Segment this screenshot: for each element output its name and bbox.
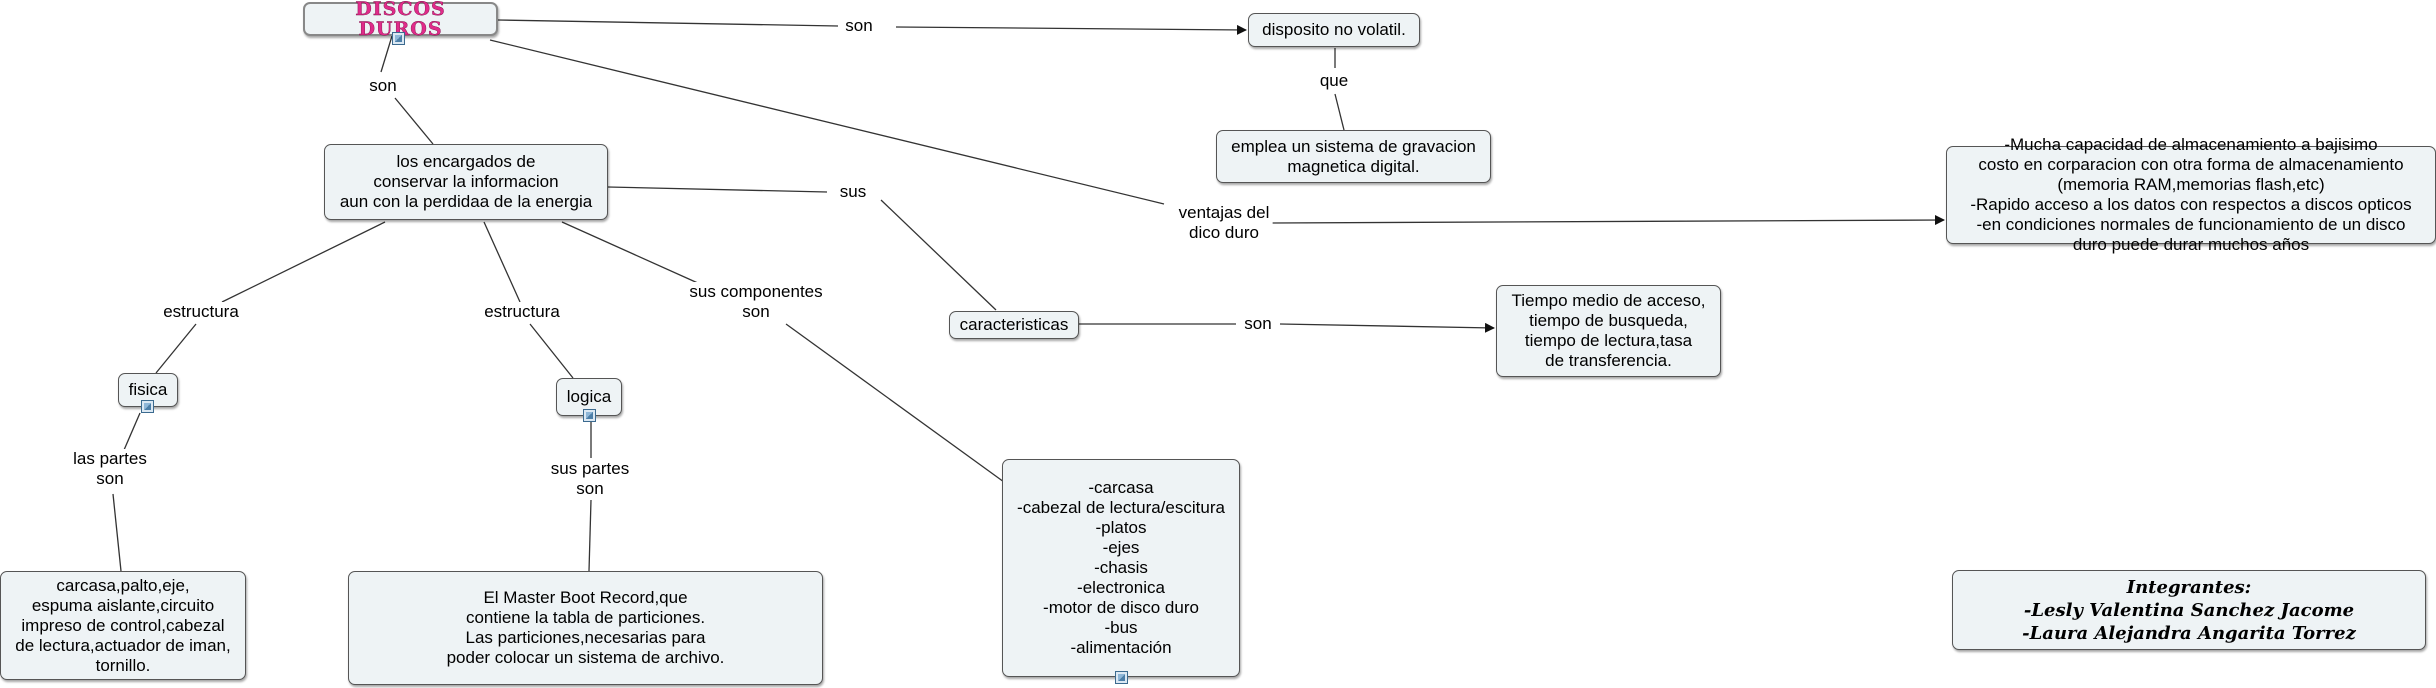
node-partes-fisica[interactable]: carcasa,palto,eje, espuma aislante,circu… (0, 571, 246, 680)
node-mbr[interactable]: El Master Boot Record,que contiene la ta… (348, 571, 823, 685)
node-integrantes[interactable]: Integrantes: -Lesly Valentina Sanchez Ja… (1952, 570, 2426, 650)
attachment-icon[interactable] (392, 32, 405, 45)
link-label-sus-componentes: sus componentes son (686, 282, 826, 322)
link-label-son: son (842, 16, 876, 36)
link-label-estructura: estructura (481, 302, 563, 322)
node-tiempos[interactable]: Tiempo medio de acceso, tiempo de busque… (1496, 285, 1721, 377)
attachment-icon[interactable] (583, 409, 596, 422)
node-no-volatil[interactable]: disposito no volatil. (1248, 13, 1420, 47)
link-label-sus: sus (836, 182, 870, 202)
title-text: DISCOS DUROS (355, 0, 446, 40)
integrantes-text: Integrantes: -Lesly Valentina Sanchez Ja… (2022, 576, 2356, 644)
link-label-las-partes: las partes son (70, 449, 150, 489)
link-label-son: son (366, 76, 400, 96)
node-ventajas-list[interactable]: -Mucha capacidad de almacenamiento a baj… (1946, 135, 2436, 254)
link-label-estructura: estructura (160, 302, 242, 322)
link-label-que: que (1316, 71, 1352, 91)
title-node[interactable]: DISCOS DUROS (303, 0, 498, 40)
node-encargados[interactable]: los encargados de conservar la informaci… (324, 144, 608, 220)
link-label-son: son (1241, 314, 1275, 334)
node-caracteristicas[interactable]: caracteristicas (949, 311, 1079, 339)
node-gravacion[interactable]: emplea un sistema de gravacion magnetica… (1216, 130, 1491, 183)
attachment-icon[interactable] (141, 400, 154, 413)
link-label-ventajas: ventajas del dico duro (1175, 203, 1273, 243)
link-label-sus-partes: sus partes son (547, 459, 633, 499)
attachment-icon[interactable] (1115, 671, 1128, 684)
node-componentes[interactable]: -carcasa -cabezal de lectura/escitura -p… (1002, 459, 1240, 677)
